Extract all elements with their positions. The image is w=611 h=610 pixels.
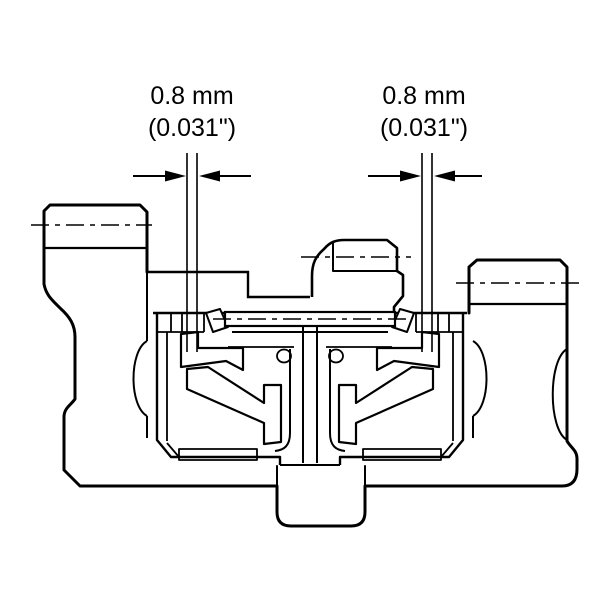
seal-lip-lower	[337, 365, 435, 446]
arrowhead-right-icon	[165, 170, 186, 182]
o-ring-section	[328, 348, 344, 364]
cup-side-groove	[472, 340, 488, 438]
right-tower	[456, 282, 579, 441]
center-boss-outline	[310, 238, 405, 313]
dimension-value-inch: (0.031")	[148, 114, 236, 142]
arrowhead-left-icon	[199, 170, 220, 182]
cup-rim-segments	[415, 313, 463, 333]
seal-lip-upper	[375, 330, 441, 372]
cup-side-groove	[132, 340, 148, 438]
extension-lines-right	[421, 153, 433, 352]
cup-outer-wall	[338, 314, 465, 465]
center-pedestal	[232, 327, 388, 466]
dimension-value-mm: 0.8 mm	[382, 82, 465, 110]
dimension-callout-right: 0.8 mm (0.031")	[368, 82, 482, 352]
center-bar-assembly	[213, 310, 407, 466]
cup-rim-segments	[157, 313, 205, 333]
cup-inner-wall	[166, 332, 180, 458]
dimension-callout-left: 0.8 mm (0.031")	[133, 82, 251, 352]
arrowhead-left-icon	[434, 170, 455, 182]
cup-inner-wall	[440, 332, 454, 458]
left-tower	[31, 224, 152, 341]
housing-web	[147, 270, 310, 299]
cup-bottom-plate	[362, 448, 442, 461]
o-ring-section	[276, 348, 292, 364]
cup-outer-wall	[155, 314, 282, 465]
center-boss	[301, 238, 411, 313]
housing-silhouette	[42, 203, 579, 528]
dimension-value-inch: (0.031")	[380, 114, 468, 142]
seal-lip-upper	[179, 330, 245, 372]
dimension-value-mm: 0.8 mm	[150, 82, 233, 110]
extension-lines-left	[186, 153, 198, 352]
cup-inner-right-wall	[274, 349, 291, 452]
stem-inner-edges	[276, 465, 366, 487]
cup-inner-right-wall	[329, 349, 346, 452]
seal-lip-lower	[185, 365, 283, 446]
arrowhead-right-icon	[400, 170, 421, 182]
housing-outline	[42, 203, 579, 528]
center-boss-inner-lines	[332, 241, 397, 272]
cup-bottom-plate	[178, 448, 258, 461]
right-tower-relief-groove	[551, 348, 568, 441]
